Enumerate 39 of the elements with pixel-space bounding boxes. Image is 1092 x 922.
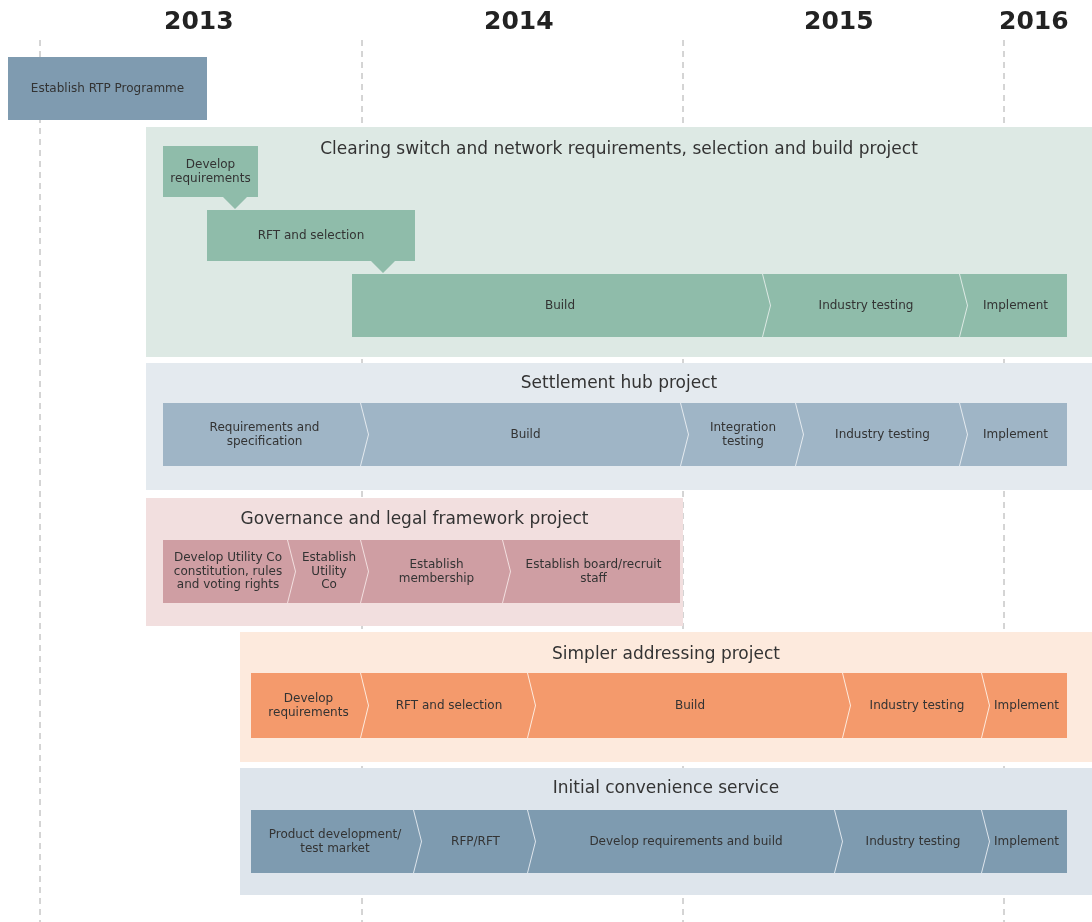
task-bar: Implement (982, 673, 1067, 738)
task-bar: Industry testing (763, 274, 967, 337)
project-band (146, 498, 683, 626)
project-band (240, 632, 1092, 762)
project-band (240, 768, 1092, 895)
task-bar: Build (361, 403, 688, 466)
task-bar: Requirements and specification (163, 403, 368, 466)
project-title: Clearing switch and network requirements, selection and build project (319, 138, 919, 158)
task-bar: Develop Utility Co constitution, rules and voting rights (163, 540, 295, 603)
task-bar: Establish board/recruit staff (503, 540, 680, 603)
year-label: 2014 (484, 6, 554, 35)
task-bar: Industry testing (843, 673, 989, 738)
project-band (146, 363, 1092, 490)
task-bar: Establish Utility Co (288, 540, 368, 603)
task-bar: Product development/ test market (251, 810, 421, 873)
task-bar: Industry testing (835, 810, 989, 873)
task-bar: Establish membership (361, 540, 510, 603)
task-bar: Develop requirements (163, 146, 258, 209)
task-bar: Establish RTP Programme (8, 57, 207, 120)
task-bar: Build (528, 673, 850, 738)
task-bar: Implement (960, 274, 1067, 337)
task-bar: RFT and selection (207, 210, 415, 273)
task-bar: RFT and selection (361, 673, 535, 738)
project-band (146, 127, 1092, 357)
task-bar: Develop requirements and build (528, 810, 842, 873)
project-title: Governance and legal framework project (239, 508, 590, 528)
year-label: 2013 (164, 6, 234, 35)
task-bar: RFP/RFT (414, 810, 535, 873)
task-bar: Develop requirements (251, 673, 368, 738)
year-label: 2015 (804, 6, 874, 35)
project-title: Settlement hub project (519, 372, 719, 392)
project-title: Initial convenience service (551, 777, 781, 797)
project-title: Simpler addressing project (551, 643, 781, 663)
year-label: 2016 (999, 6, 1069, 35)
task-bar: Integration testing (681, 403, 803, 466)
task-bar: Build (352, 274, 770, 337)
task-bar: Implement (960, 403, 1067, 466)
task-bar: Industry testing (796, 403, 967, 466)
task-bar: Implement (982, 810, 1067, 873)
